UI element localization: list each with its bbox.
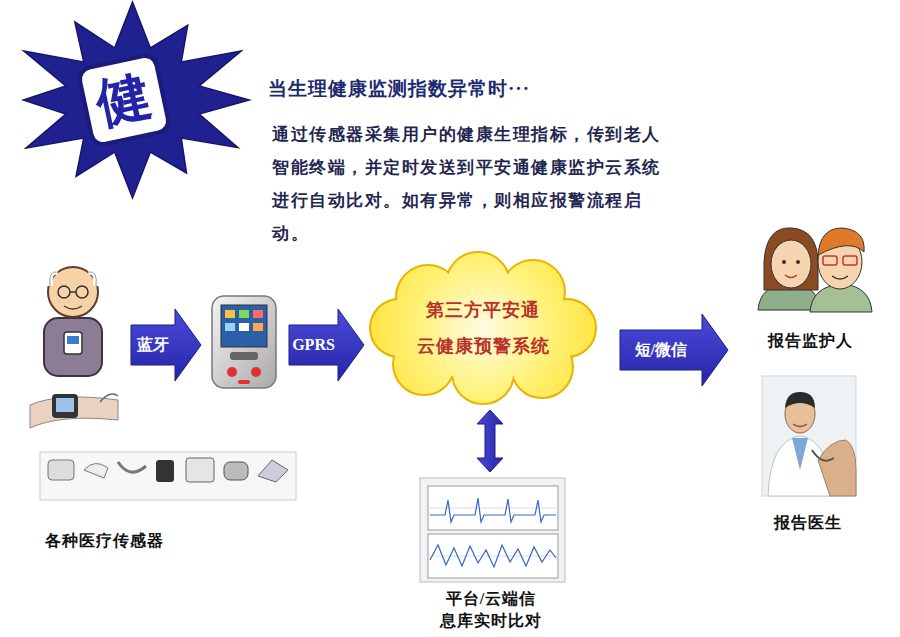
doctor-photo [818, 440, 856, 496]
block-arrow [131, 309, 201, 381]
sensor-strip [40, 452, 296, 500]
doctor-recipient: 报告医生 [760, 374, 858, 498]
doctor-photo [793, 424, 807, 427]
old-man-figure [67, 336, 79, 344]
guardians-figure [818, 228, 864, 255]
doctor-photo [762, 376, 856, 496]
cloud-system: 第三方平安通 云健康预警系统 [368, 252, 598, 404]
starburst-shape [23, 2, 249, 198]
smart-terminal [251, 367, 261, 377]
smart-terminal [225, 323, 235, 331]
old-man-figure [44, 318, 102, 376]
badge-character: 健 [75, 51, 172, 148]
smart-terminal [253, 310, 263, 318]
guardians-figure [764, 228, 818, 290]
guardians-figure [785, 275, 797, 278]
smart-terminal [225, 310, 235, 318]
smart-terminal [239, 310, 249, 318]
arrow-label: GPRS [292, 336, 335, 354]
sensor-strip [224, 462, 248, 480]
smart-terminal [230, 352, 258, 360]
block-arrow [620, 314, 728, 386]
guardians-figure [796, 260, 800, 264]
guardians-figure [832, 276, 848, 279]
diagram-title: 当生理健康监测指数异常时··· [268, 76, 530, 102]
old-man-figure [64, 332, 82, 354]
cloud-outline [398, 279, 568, 379]
wrist-device [52, 394, 78, 418]
doctor-photo [762, 376, 856, 496]
node-caption: 平台/云端信 息库实时比对 [429, 588, 553, 632]
terminal-device [205, 293, 283, 393]
smart-terminal [212, 296, 276, 388]
guardian-recipient: 报告监护人 [752, 222, 874, 314]
sensor-strip [84, 463, 108, 478]
guardians-figure [782, 260, 786, 264]
node-caption: 报告监护人 [768, 330, 853, 352]
smart-terminal [212, 296, 276, 388]
old-man-figure [58, 286, 70, 298]
sensor-strip [258, 460, 288, 482]
block-arrow [289, 309, 364, 381]
old-man-figure [64, 306, 82, 309]
sensor-strip [186, 458, 214, 482]
starburst-badge: 健 [5, 0, 260, 200]
old-man-figure [48, 267, 98, 317]
smart-terminal [238, 380, 250, 384]
doctor-photo [785, 392, 815, 408]
description-text: 通过传感器采集用户的健康生理指标，传到老人智能终端，并定时发送到平安通健康监护云… [272, 118, 668, 250]
smart-terminal [227, 367, 237, 377]
sensor-strip [48, 460, 74, 480]
system-name: 第三方平安通 云健康预警系统 [408, 292, 558, 364]
doctor-photo [792, 438, 808, 470]
doctor-photo [812, 450, 834, 461]
smart-terminal [221, 305, 267, 347]
smart-terminal [253, 323, 263, 331]
double-arrow [477, 410, 503, 472]
sensor-group: 各种医疗传感器 [25, 262, 125, 437]
cloud-fill [398, 279, 568, 379]
cloud-outline [368, 252, 598, 404]
old-man-figure [76, 286, 88, 298]
old-man-figure [50, 272, 97, 286]
node-caption: 各种医疗传感器 [45, 530, 164, 552]
sensor-strip [40, 452, 296, 500]
guardians-figure [771, 240, 811, 288]
old-man-figure [70, 291, 76, 293]
guardians-figure [843, 256, 857, 265]
guardians-figure [823, 256, 837, 265]
arrow-label: 蓝牙 [137, 335, 169, 356]
waveform-chart [428, 534, 558, 578]
database-chart: 平台/云端信 息库实时比对 [418, 476, 564, 582]
waveform-chart [428, 486, 558, 530]
waveform-chart [420, 478, 565, 582]
waveform-chart [430, 545, 556, 567]
smart-terminal [239, 323, 249, 331]
wrist-device [56, 398, 74, 412]
wrist-device [30, 394, 118, 428]
node-caption: 报告医生 [774, 512, 842, 534]
waveform-chart [420, 478, 565, 582]
arrow-label: 短/微信 [635, 340, 687, 361]
guardians-figure [758, 228, 872, 312]
old-man-figure [44, 267, 102, 376]
sensor-strip [118, 462, 146, 472]
waveform-chart [430, 498, 556, 522]
sensor-strip [156, 460, 174, 482]
wrist-device [100, 394, 118, 402]
old-man-figure [50, 272, 97, 286]
